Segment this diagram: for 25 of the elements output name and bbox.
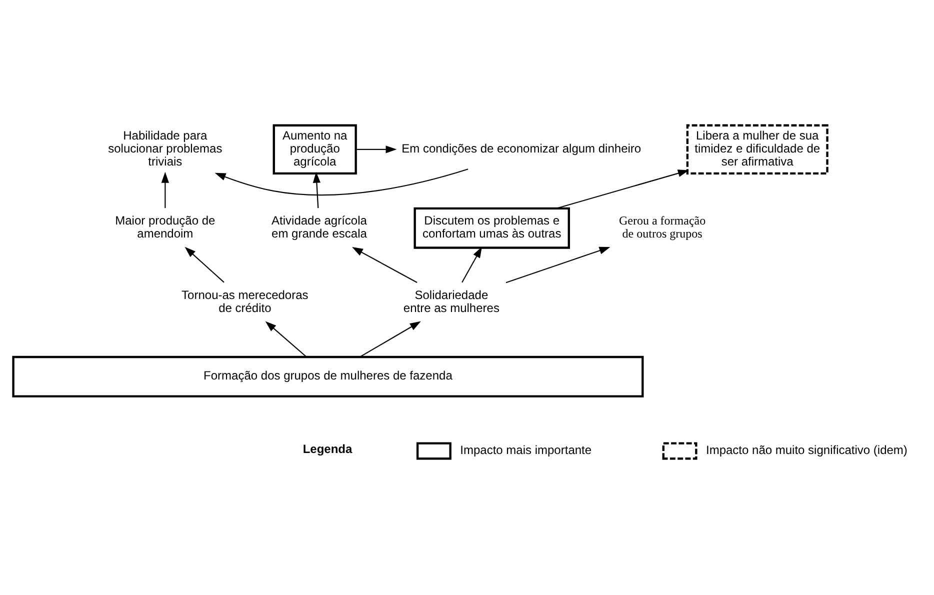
- node-text: Gerou a formação de outros grupos: [618, 213, 706, 240]
- node-box: Aumento na produção agrícola: [272, 124, 357, 174]
- arrow: [161, 171, 169, 208]
- node-text: Solidariedade entre as mulheres: [403, 287, 500, 314]
- node-text: Em condições de economizar algum dinheiro: [402, 140, 642, 155]
- legend-label: Impacto não muito significativo (idem): [706, 442, 908, 457]
- arrow: [312, 171, 321, 208]
- legend-label: Impacto mais importante: [460, 442, 592, 457]
- node-box: Formação dos grupos de mulheres de fazenda: [12, 355, 644, 397]
- node-text: Habilidade para solucionar problemas triviais: [108, 128, 222, 168]
- node-box: Libera a mulher de sua timidez e dificuldade de ser afirmativa: [686, 124, 828, 174]
- arrow: [356, 145, 397, 153]
- arrow: [462, 246, 482, 282]
- arrow: [184, 246, 224, 282]
- node-text: Atividade agrícola em grande escala: [272, 213, 367, 240]
- arrow: [506, 246, 610, 283]
- label: Legenda: [302, 441, 352, 456]
- node-text: Maior produção de amendoim: [115, 213, 216, 240]
- arrow: [360, 320, 421, 357]
- arrow: [556, 169, 689, 208]
- node-text: Tornou-as merecedoras de crédito: [182, 287, 308, 314]
- arrow: [352, 246, 418, 282]
- arrow: [265, 320, 306, 357]
- arrow: [214, 168, 468, 196]
- node-box: Discutem os problemas e confortam umas às outras: [414, 206, 570, 248]
